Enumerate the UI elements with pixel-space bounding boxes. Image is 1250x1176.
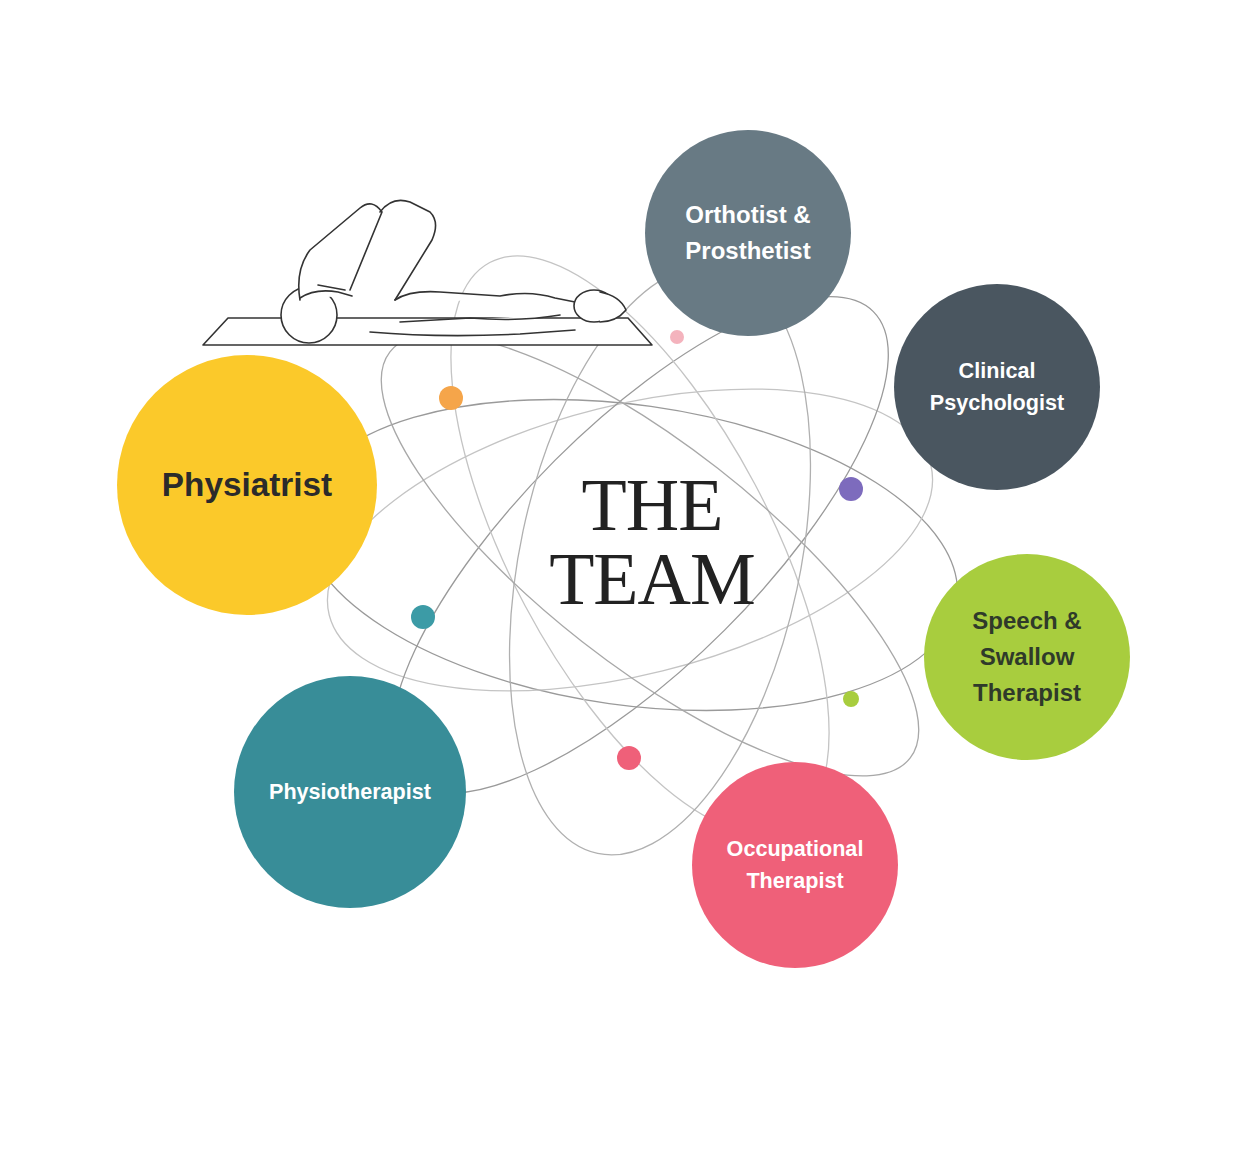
role-label: Physiatrist [132,465,362,505]
orbit [297,334,964,746]
role-label: Speech & Swallow Therapist [952,603,1102,711]
role-circle: Clinical Psychologist [894,284,1100,490]
legs [299,200,436,300]
circle-shape [692,762,898,968]
circle-fill [234,676,466,908]
role-label: Physiotherapist [243,776,458,808]
role-circle: Orthotist & Prosthetist [645,130,851,336]
physiatrist-circle: Physiatrist [117,355,377,615]
circle-shape [645,130,851,336]
torso [395,292,575,322]
mat [203,318,652,345]
role-label: Clinical Psychologist [907,355,1087,420]
orbit-dots [411,330,863,770]
role-label: Occupational Therapist [703,833,888,898]
role-label: Orthotist & Prosthetist [663,197,833,269]
dot [439,386,463,410]
circle-fill [894,284,1100,490]
role-circle: Physiotherapist [234,676,466,908]
exercise-figure [203,200,652,345]
circle-fill [924,554,1130,760]
text-box: Speech & Swallow Therapist [952,603,1102,711]
circle-shape [894,284,1100,490]
dot [617,746,641,770]
title: THE TEAM [537,468,767,616]
hair [600,292,626,322]
circle-fill [692,762,898,968]
shoe [300,285,352,298]
text-box: Occupational Therapist [703,833,888,898]
text-box: Orthotist & Prosthetist [663,197,833,269]
dot [839,477,863,501]
text-box: Physiotherapist [243,776,458,808]
role-circle: Occupational Therapist [692,762,898,968]
text-box: Clinical Psychologist [907,355,1087,420]
dot [411,605,435,629]
circle-fill [117,355,377,615]
arm [370,330,575,336]
dot [843,691,859,707]
circle-fill [645,130,851,336]
text-box: Physiatrist [132,465,362,505]
role-circle: Speech & Swallow Therapist [924,554,1130,760]
dot [670,330,684,344]
